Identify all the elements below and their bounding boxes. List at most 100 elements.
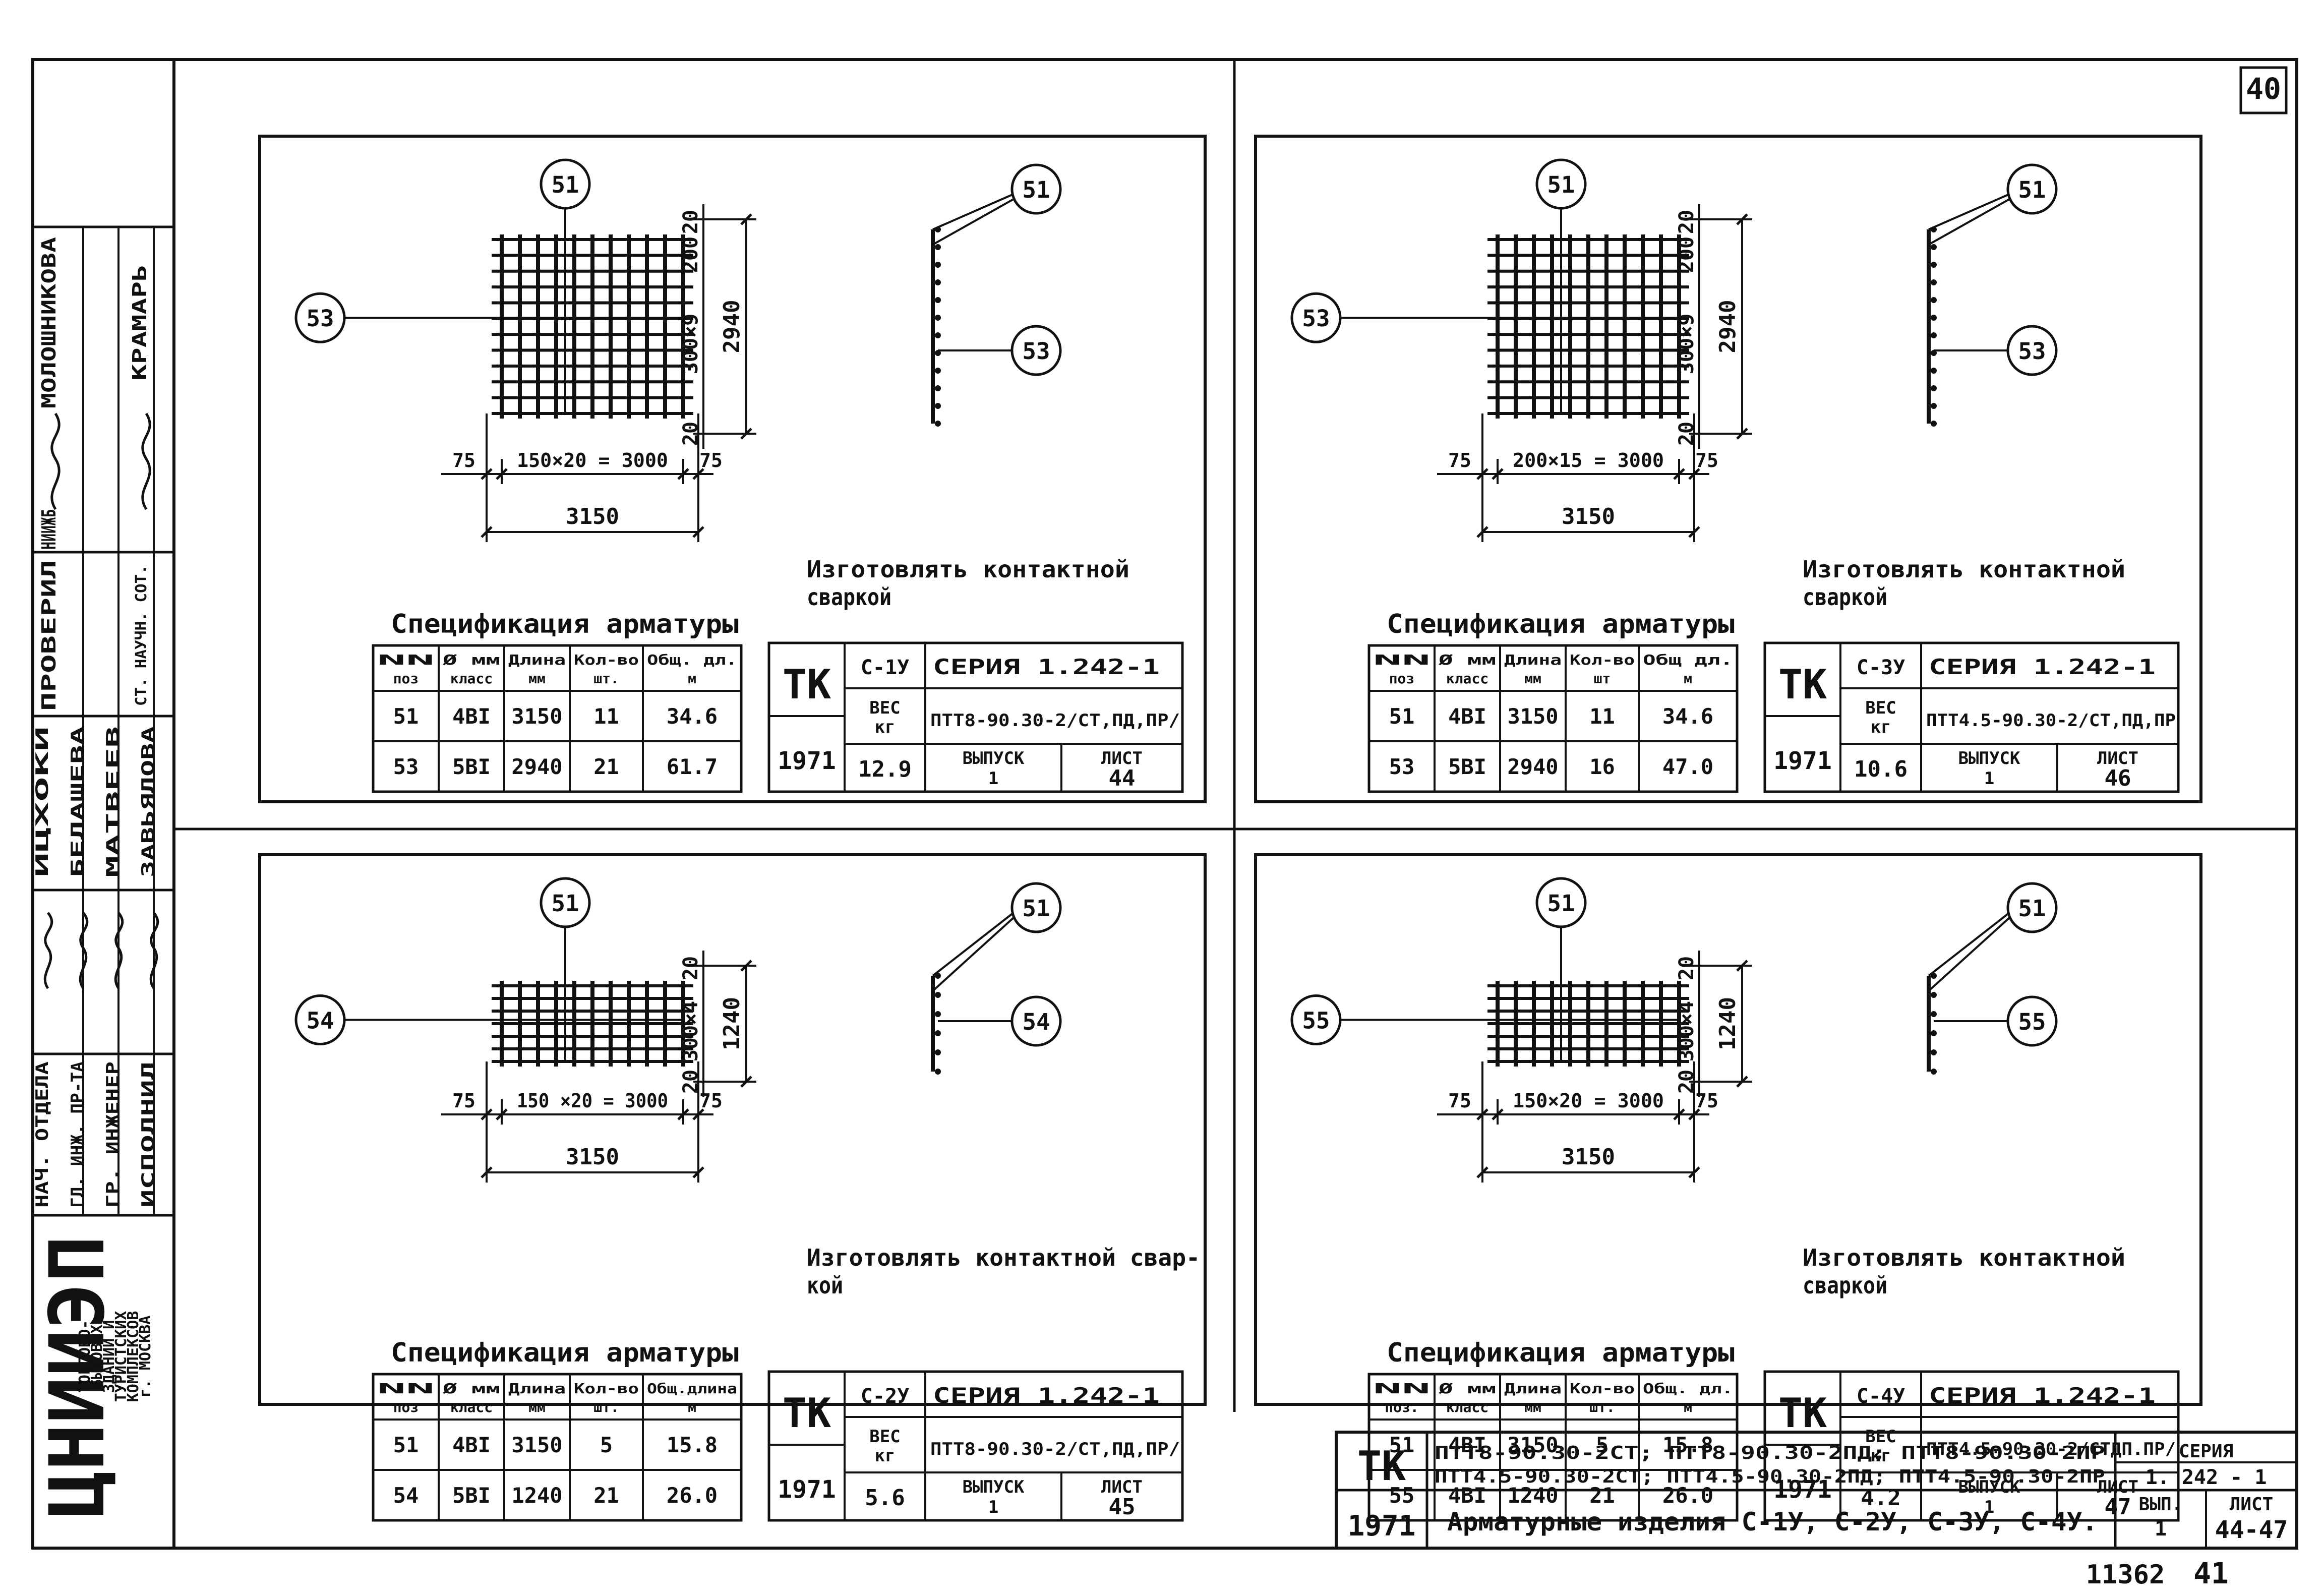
stamp-series: СЕРИЯ 1.242-1	[1929, 655, 2156, 679]
spec-header: Общ дл.	[1643, 652, 1733, 668]
section-dot	[1931, 279, 1937, 285]
dimension-tick	[692, 1166, 704, 1178]
position-bubble-top	[1535, 158, 1587, 210]
org-subtitle-line: ТУРИСТСКИХ	[112, 1311, 130, 1402]
stamp-role: НАЧ. ОТДЕЛА	[32, 1061, 52, 1208]
spec-header: Общ.длина	[647, 1380, 737, 1397]
spec-header-line2: мм	[528, 670, 546, 687]
leader-line	[932, 917, 1015, 992]
sheet-number: 40	[2246, 72, 2281, 106]
stamp-sheet: 46	[2105, 765, 2131, 791]
dim-pitch: 200×15 = 3000	[1513, 449, 1664, 471]
dim-right-top: 20	[1675, 956, 1698, 980]
spec-cell: 15.8	[667, 1433, 718, 1457]
position-bubble-top	[1535, 877, 1587, 928]
section-dot	[1931, 332, 1937, 338]
section-dot	[935, 262, 941, 268]
org-subtitle-line: КОМПЛЕКСОВ	[125, 1311, 142, 1402]
dimension-tick	[1476, 526, 1488, 538]
spec-cell: 5BI	[1448, 754, 1486, 779]
signature-mark	[149, 912, 159, 989]
panel-border	[258, 135, 1207, 803]
section-dot	[1931, 262, 1937, 268]
spec-header: Длина	[508, 652, 566, 668]
spec-cell: 53	[1389, 754, 1415, 779]
stamp-issue: 1	[1984, 769, 1994, 789]
spec-cell: 3150	[511, 1433, 562, 1457]
stamp-weight-unit: кг	[1871, 717, 1891, 737]
dimension-tick	[692, 468, 704, 480]
title-sheet-label: ЛИСТ	[2230, 1494, 2274, 1515]
stamp-series: СЕРИЯ 1.242-1	[1929, 1383, 2156, 1408]
check-role: СТ. НАУЧН. СОТ.	[133, 565, 150, 706]
spec-cell: 5	[1596, 1433, 1609, 1457]
stamp-weight-unit: кг	[875, 1446, 896, 1466]
position-bubble-left	[294, 994, 346, 1045]
dim-total: 3150	[1562, 1144, 1615, 1170]
org-subtitle-line: ЗДАНИЙ И	[100, 1320, 118, 1393]
welding-note: Изготовлять контактной	[1803, 1244, 2125, 1271]
spec-cell: 26.0	[667, 1483, 718, 1508]
spec-header: Длина	[1504, 1380, 1562, 1397]
spec-cell: 3150	[1507, 704, 1558, 729]
section-bubble-top	[2006, 163, 2058, 215]
welding-note: Изготовлять контактной	[1803, 556, 2125, 583]
stamp-issue-label: ВЫПУСК	[963, 748, 1025, 769]
stamp-product: ПТТ8-90.30-2/СТ,ПД,ПР/	[930, 711, 1180, 731]
title-text: Арматурные изделия С-1У, С-2У, С-3У, С-4…	[1447, 1507, 2098, 1536]
spec-cell: 16	[1589, 754, 1615, 779]
spec-cell: 3150	[511, 704, 562, 729]
stamp-series: СЕРИЯ 1.242-1	[933, 1383, 1160, 1408]
dimension-tick	[496, 1108, 508, 1120]
spec-cell: 5BI	[452, 754, 491, 779]
org-logo-text: ЦНИИЭП	[34, 1235, 122, 1518]
position-bubble-left-number: 53	[307, 305, 334, 332]
stamp-person: БЕЛАШЕВА	[68, 726, 88, 877]
stamp-issue: 1	[988, 1497, 998, 1517]
position-bubble-left-number: 55	[1302, 1007, 1330, 1034]
archive-number: 11362	[2086, 1560, 2165, 1590]
spec-header: Кол-во	[574, 652, 639, 668]
dimension-tick	[1736, 213, 1748, 225]
stamp-weight-label: ВЕС	[869, 1427, 900, 1447]
dim-right-top: 20	[1675, 210, 1698, 234]
section-dot	[1931, 297, 1937, 303]
title-tk: ТК	[1357, 1443, 1406, 1490]
dimension-tick	[1476, 1108, 1488, 1120]
spec-header: NN	[1373, 652, 1431, 668]
dimension-tick	[692, 526, 704, 538]
section-dot	[1931, 1049, 1937, 1055]
section-dot	[935, 244, 941, 250]
section-dot	[935, 1049, 941, 1055]
spec-header-line2: мм	[1524, 670, 1541, 687]
signature-mark	[50, 412, 61, 510]
dimension-tick	[1492, 1108, 1504, 1120]
dimension-tick	[1492, 468, 1504, 480]
stamp-sheet: 44	[1109, 765, 1136, 791]
stamp-code: С-3У	[1857, 656, 1905, 679]
stamp-weight: 12.9	[858, 756, 912, 782]
page-number: 41	[2193, 1556, 2229, 1590]
spec-cell: 21	[1589, 1483, 1615, 1508]
dimension-tick	[1688, 468, 1700, 480]
check-org: НИИЖБ	[38, 509, 60, 550]
stamp-role: ГЛ. ИНЖ. ПР-ТА	[68, 1061, 88, 1208]
stamp-issue-label: ВЫПУСК	[963, 1477, 1025, 1497]
title-series: 1. 242 - 1	[2146, 1466, 2267, 1489]
leader-line	[1928, 912, 2010, 977]
spec-cell: 47.0	[1662, 754, 1713, 779]
stamp-product: ПТТ4.5-90.30-2/СТДП.ПР/	[1926, 1439, 2176, 1459]
dimension-tick	[740, 1076, 752, 1088]
stamp-product: ПТТ4.5-90.30-2/СТ,ПД,ПР	[1926, 711, 2176, 731]
stamp-border	[1763, 641, 2180, 793]
stamp-code: С-4У	[1857, 1385, 1905, 1408]
spec-cell: 51	[1389, 704, 1415, 729]
spec-header-line2: мм	[528, 1399, 546, 1415]
section-dot	[935, 1069, 941, 1075]
spec-cell: 51	[393, 1433, 419, 1457]
section-dot	[935, 403, 941, 409]
